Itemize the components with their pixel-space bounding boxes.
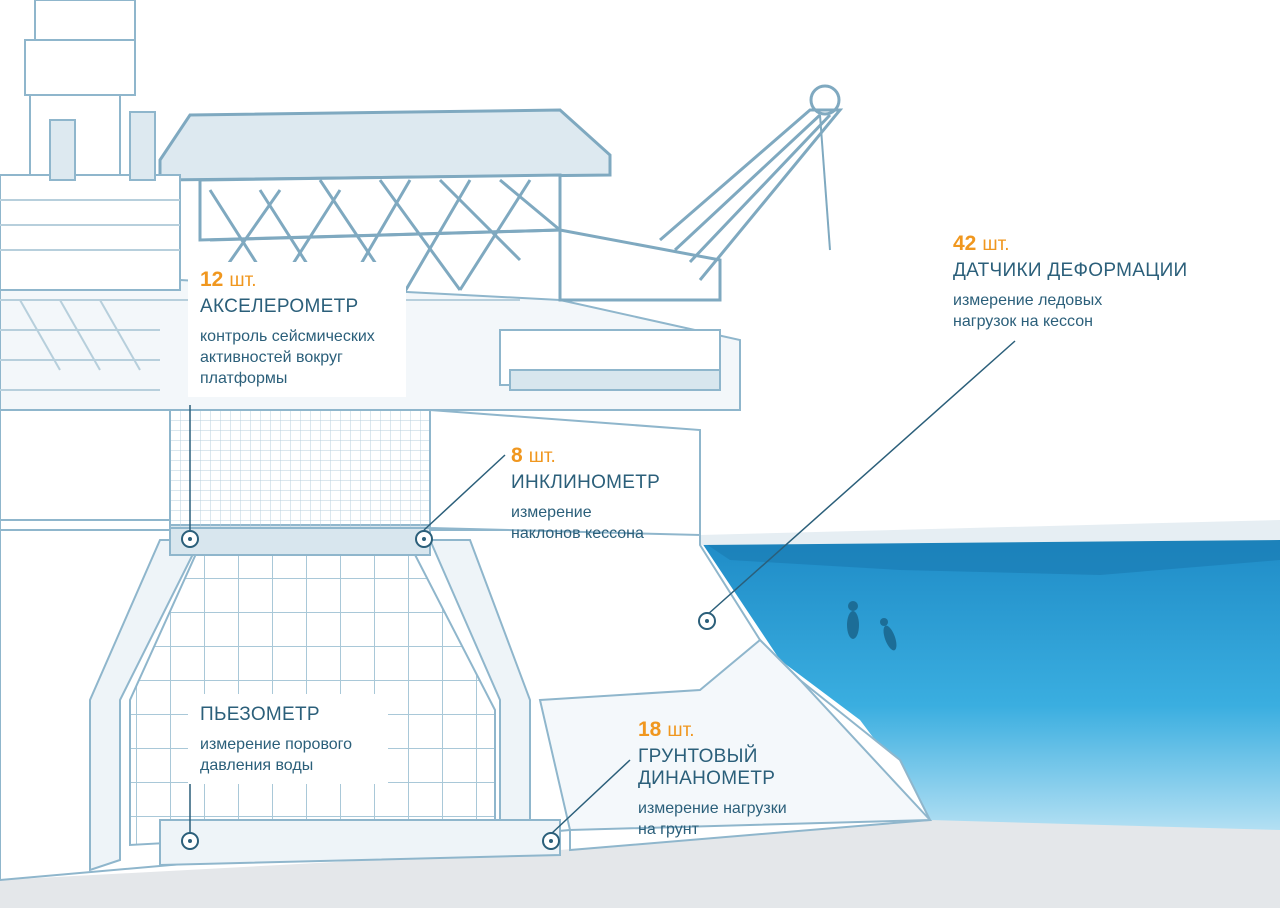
deformation-title: ДАТЧИКИ ДЕФОРМАЦИИ xyxy=(953,260,1188,281)
deformation-desc: измерение ледовых нагрузок на кессон xyxy=(953,292,1103,330)
piezometer-marker-icon[interactable] xyxy=(181,832,199,850)
deformation-marker-icon[interactable] xyxy=(698,612,716,630)
accelerometer-count: 12 xyxy=(200,268,224,291)
piezometer-desc: измерение порового давления воды xyxy=(200,736,353,774)
drilling-tower xyxy=(0,0,181,291)
inclinometer-marker-icon[interactable] xyxy=(415,530,433,548)
seabed xyxy=(0,820,1280,908)
accelerometer-desc: контроль сейсмических активностей вокруг… xyxy=(200,328,375,387)
accelerometer-unit: шт. xyxy=(229,270,257,291)
inclinometer-count: 8 xyxy=(511,444,523,467)
dynamometer-marker-icon[interactable] xyxy=(542,832,560,850)
dynamometer-title: ГРУНТОВЫЙ ДИНАНОМЕТР xyxy=(638,746,776,789)
piezometer-label: ПЬЕЗОМЕТР измерение порового давления во… xyxy=(188,694,388,784)
sea xyxy=(700,520,1280,908)
inclinometer-desc: измерение наклонов кессона xyxy=(511,504,644,542)
piezometer-title: ПЬЕЗОМЕТР xyxy=(200,704,320,725)
inclinometer-title: ИНКЛИНОМЕТР xyxy=(511,472,661,493)
divers xyxy=(847,601,897,651)
helideck-truss xyxy=(158,108,722,302)
deformation-count: 42 xyxy=(953,232,977,255)
accelerometer-marker-icon[interactable] xyxy=(181,530,199,548)
accelerometer-title: АКСЕЛЕРОМЕТР xyxy=(200,296,359,317)
dynamometer-unit: шт. xyxy=(667,720,695,741)
crane xyxy=(659,84,844,281)
dynamometer-count: 18 xyxy=(638,718,662,741)
inclinometer-unit: шт. xyxy=(528,446,556,467)
deformation-unit: шт. xyxy=(982,234,1010,255)
dynamometer-desc: измерение нагрузки на грунт xyxy=(638,800,787,838)
upper-column xyxy=(0,408,701,537)
